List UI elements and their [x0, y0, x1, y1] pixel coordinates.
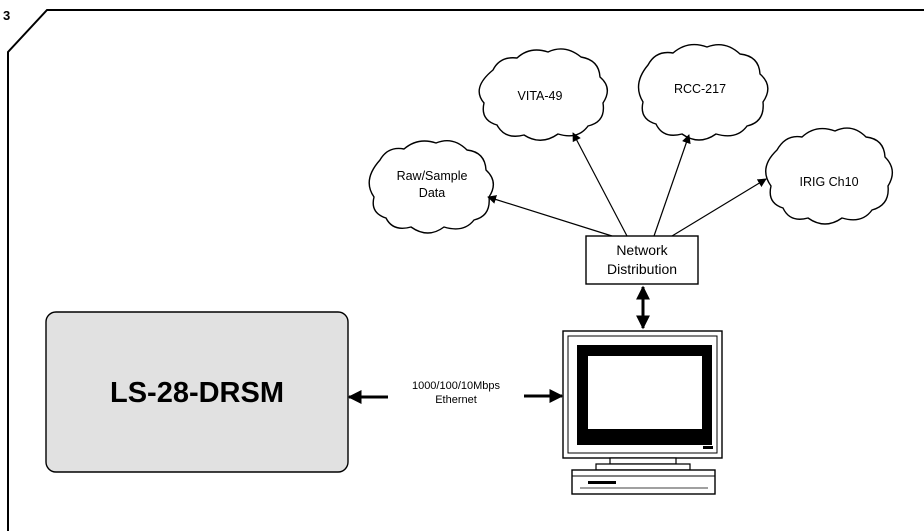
- computer-icon: [562, 330, 723, 495]
- arrow-to-rcc: [653, 134, 691, 237]
- cloud-vita-49: VITA-49: [478, 48, 608, 141]
- link-label-line1: 1000/100/10Mbps: [412, 380, 501, 392]
- cloud-label: RCC-217: [674, 82, 726, 96]
- arrow-to-raw: [487, 195, 613, 237]
- link-label-line2: Ethernet: [435, 394, 477, 406]
- cloud-rcc-217: RCC-217: [637, 43, 769, 141]
- network-box-line1: Network: [616, 242, 668, 258]
- cloud-label-line2: Data: [419, 186, 445, 200]
- page-number: 3: [3, 8, 10, 23]
- ls-28-drsm-device: LS-28-DRSM: [45, 311, 349, 473]
- arrow-to-vita: [572, 132, 628, 237]
- cloud-raw-sample-data: Raw/Sample Data: [368, 140, 494, 234]
- cloud-label: VITA-49: [518, 89, 563, 103]
- page-frame: [7, 9, 924, 531]
- cloud-irig-ch10: IRIG Ch10: [765, 127, 893, 225]
- network-distribution-box: Network Distribution: [585, 235, 699, 285]
- arrow-to-irig: [671, 178, 767, 237]
- network-box-line2: Distribution: [607, 261, 677, 277]
- device-label: LS-28-DRSM: [110, 377, 284, 409]
- cloud-label: IRIG Ch10: [799, 175, 858, 189]
- cloud-label-line1: Raw/Sample: [397, 169, 468, 183]
